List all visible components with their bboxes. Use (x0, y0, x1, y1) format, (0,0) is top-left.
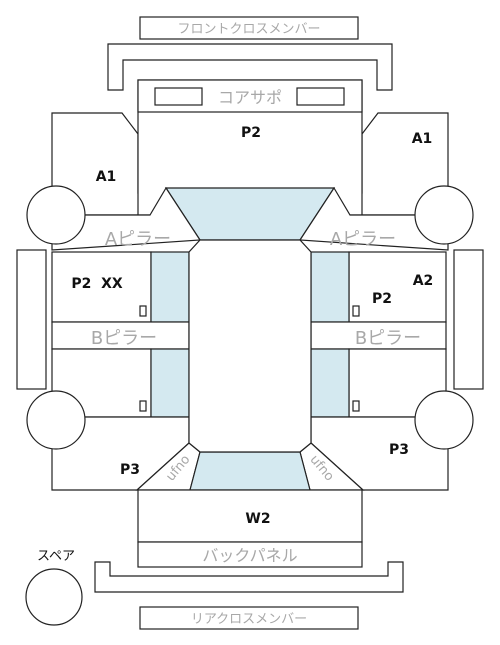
left-rear-quarter-code: P3 (120, 462, 140, 478)
right-b-pillar-panel[interactable] (310, 321, 447, 350)
right-front-door-extra-code: A2 (413, 273, 434, 289)
rear-cross-member-box[interactable] (139, 606, 359, 630)
right-front-door-code: P2 (372, 291, 392, 307)
right-rear-door-handle (352, 400, 360, 412)
rear-cross-member-label: リアクロスメンバー (191, 612, 307, 627)
right-b-pillar-label: Bピラー (355, 328, 421, 349)
core-support-right-slot (296, 87, 345, 106)
left-rear-door-handle (139, 400, 147, 412)
left-rear-side-window[interactable] (150, 348, 190, 418)
right-a-pillar-label: Aピラー (330, 229, 396, 250)
right-front-side-window[interactable] (310, 251, 350, 323)
front-right-fender-code: A1 (412, 131, 433, 147)
back-panel-label: バックパネル (202, 546, 297, 565)
left-front-side-window[interactable] (150, 251, 190, 323)
front-cross-member-label: フロントクロスメンバー (177, 22, 320, 37)
front-right-wheel[interactable] (414, 185, 474, 245)
left-front-door-handle (139, 305, 147, 317)
front-cross-member-box[interactable] (139, 16, 359, 40)
rear-windshield[interactable] (189, 451, 311, 491)
rear-right-wheel[interactable] (414, 390, 474, 450)
rear-bumper-bracket[interactable] (94, 561, 404, 593)
hood-code: P2 (241, 125, 261, 141)
front-left-wheel[interactable] (26, 185, 86, 245)
right-rear-quarter-code: P3 (389, 442, 409, 458)
right-side-sill[interactable] (453, 249, 484, 390)
trunk-lid[interactable] (137, 489, 363, 543)
back-panel-box[interactable] (137, 541, 363, 568)
rear-left-wheel[interactable] (26, 390, 86, 450)
left-front-door-code: P2 XX (71, 276, 123, 292)
cabin-roof[interactable] (188, 239, 312, 453)
right-rear-side-window[interactable] (310, 348, 350, 418)
trunk-code: W2 (245, 511, 270, 527)
front-left-fender-code: A1 (96, 169, 117, 185)
core-support-label: コアサポ (218, 88, 282, 107)
spare-label: スペア (37, 549, 75, 564)
spare-tire[interactable] (25, 568, 83, 626)
right-front-door-handle (352, 305, 360, 317)
left-b-pillar-label: Bピラー (91, 328, 157, 349)
core-support-left-slot (154, 87, 203, 106)
front-bumper-bracket[interactable] (107, 43, 393, 91)
left-a-pillar-label: Aピラー (105, 229, 171, 250)
left-side-sill[interactable] (16, 249, 47, 390)
